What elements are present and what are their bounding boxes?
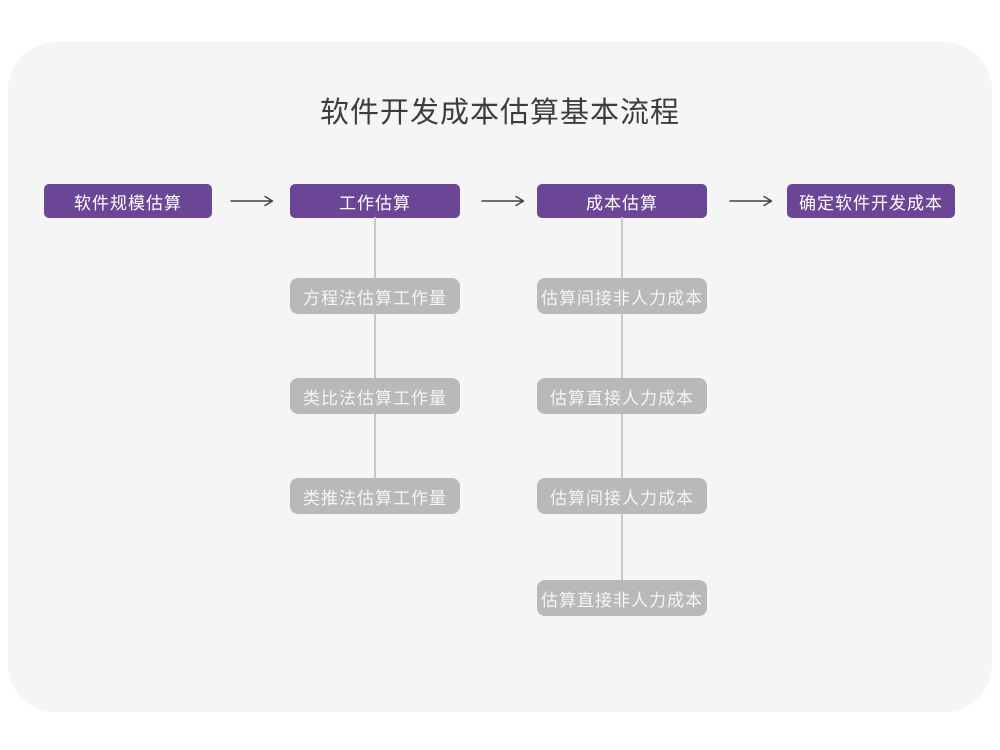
connector-line-work	[374, 217, 376, 497]
substep-analogy-method: 类比法估算工作量	[290, 378, 460, 414]
substep-direct-labor-cost: 估算直接人力成本	[537, 378, 707, 414]
diagram-card	[8, 42, 992, 712]
substep-label: 估算直接人力成本	[550, 388, 694, 408]
substep-label: 估算直接非人力成本	[541, 590, 703, 610]
substep-label: 估算间接人力成本	[550, 488, 694, 508]
diagram-title: 软件开发成本估算基本流程	[319, 97, 680, 129]
substep-label: 方程法估算工作量	[303, 288, 447, 308]
substep-equation-method: 方程法估算工作量	[290, 278, 460, 314]
flow-arrow-icon	[729, 195, 773, 207]
step-label: 软件规模估算	[74, 193, 182, 213]
step-software-scale-estimation: 软件规模估算	[44, 184, 212, 218]
substep-label: 估算间接非人力成本	[541, 288, 703, 308]
substep-indirect-nonlabor-cost: 估算间接非人力成本	[537, 278, 707, 314]
step-label: 确定软件开发成本	[799, 193, 943, 213]
step-label: 工作估算	[339, 193, 411, 213]
step-determine-development-cost: 确定软件开发成本	[787, 184, 955, 218]
substep-label: 类推法估算工作量	[303, 488, 447, 508]
substep-label: 类比法估算工作量	[303, 388, 447, 408]
substep-indirect-labor-cost: 估算间接人力成本	[537, 478, 707, 514]
step-cost-estimation: 成本估算	[537, 184, 707, 218]
flow-arrow-icon	[481, 195, 525, 207]
step-effort-estimation: 工作估算	[290, 184, 460, 218]
flow-arrow-icon	[230, 195, 274, 207]
substep-extrapolation-method: 类推法估算工作量	[290, 478, 460, 514]
substep-direct-nonlabor-cost: 估算直接非人力成本	[537, 580, 707, 616]
step-label: 成本估算	[586, 193, 658, 213]
